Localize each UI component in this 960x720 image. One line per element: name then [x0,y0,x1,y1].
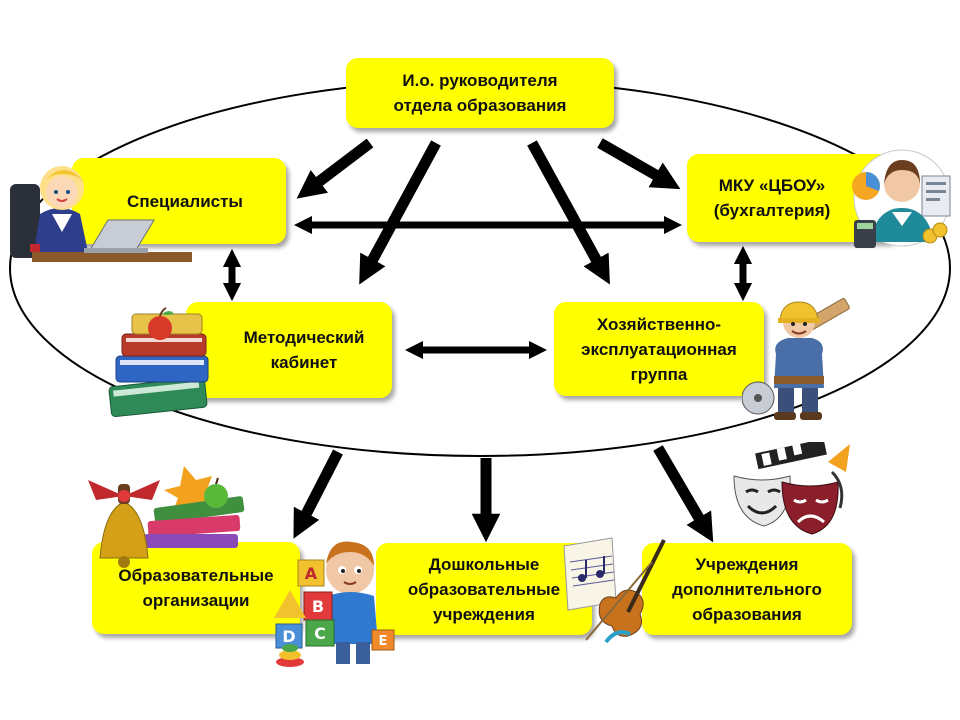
theatre-masks-icon [733,442,850,535]
music-notes-violin-icon [563,537,666,644]
school-bell-books-icon [88,466,245,568]
builder-worker-icon [742,298,850,420]
node-maintenance: Хозяйственно- эксплуатационная группа [554,302,764,396]
node-preschool: Дошкольные образовательные учреждения [376,543,592,635]
books-with-apple-icon [108,307,209,418]
arrow-to-additional [653,445,714,543]
arrow-to-schools [293,449,343,539]
block-letter-d: D [282,627,295,646]
arrow-head-to-maintenance [527,140,610,285]
arrow-head-to-method [359,140,441,285]
teacher-at-laptop-icon [10,166,192,262]
block-letter-e: E [379,634,388,649]
accountant-icon [852,149,951,248]
block-letter-b: B [312,597,324,616]
node-method: Методический кабинет [186,302,392,398]
node-head: И.о. руководителя отдела образования [346,58,614,128]
arrow-head-to-accounting [597,138,681,190]
node-additional: Учреждения дополнительного образования [642,543,852,635]
block-letter-a: A [305,564,318,583]
block-letter-c: C [314,624,326,643]
child-with-blocks-icon: A B C D E [274,541,395,667]
arrow-head-to-specialists [296,138,374,199]
